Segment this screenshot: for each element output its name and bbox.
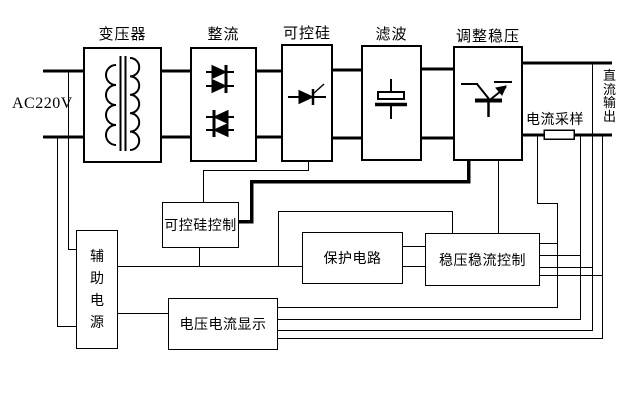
rectifier-title: 整流 xyxy=(207,25,240,43)
protection-block: 保护电路 xyxy=(302,232,403,284)
transformer-title: 变压器 xyxy=(98,25,147,43)
filter-title: 滤波 xyxy=(375,25,408,43)
sense-wires xyxy=(278,63,604,340)
scr-control-to-regulator-wire xyxy=(239,161,471,224)
current-sampling-label: 电流采样 xyxy=(526,112,584,128)
regulator-transistor-icon xyxy=(461,81,512,117)
current-sampling-resistor-icon xyxy=(543,129,575,140)
dc-output-label: 直流输出 xyxy=(602,69,616,125)
diode-left-2 xyxy=(206,122,234,138)
protection-label: 保护电路 xyxy=(323,251,382,267)
volt-amp-display-block: 电压电流显示 xyxy=(168,298,278,350)
rectifier-diodes-icon xyxy=(206,64,234,138)
ac-input-label: AC220V xyxy=(12,95,73,112)
scr-block xyxy=(281,44,333,162)
aux-power-block: 辅助电源 xyxy=(76,230,118,349)
filter-capacitor-icon xyxy=(375,79,407,119)
transformer-icon xyxy=(105,56,141,151)
rectifier-block xyxy=(190,47,257,162)
cv-cc-control-label: 稳压稳流控制 xyxy=(439,252,526,269)
diode-right-2 xyxy=(206,78,234,94)
scr-control-block: 可控硅控制 xyxy=(162,202,239,248)
transformer-block xyxy=(83,47,162,163)
scr-control-label: 可控硅控制 xyxy=(164,218,237,234)
volt-amp-display-label: 电压电流显示 xyxy=(179,317,267,333)
scr-thyristor-icon xyxy=(288,83,326,105)
cv-cc-control-block: 稳压稳流控制 xyxy=(425,233,540,286)
control-wires xyxy=(56,71,500,328)
diode-left-1 xyxy=(206,109,234,125)
diode-right-1 xyxy=(206,64,234,80)
aux-power-label: 辅助电源 xyxy=(90,248,104,331)
regulator-title: 调整稳压 xyxy=(455,27,520,45)
scr-title: 可控硅 xyxy=(282,24,331,42)
